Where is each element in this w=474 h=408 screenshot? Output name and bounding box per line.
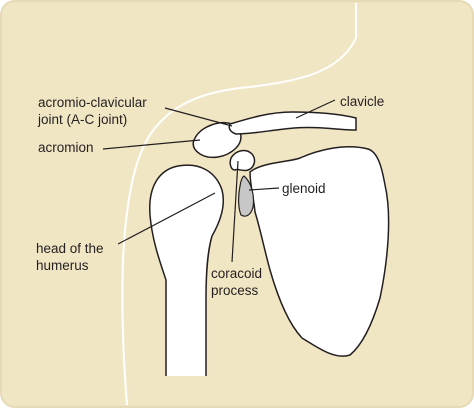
clavicle-shape [228, 111, 357, 135]
scapula-shape [249, 146, 390, 357]
glenoid-shape [238, 175, 255, 217]
label-clavicle: clavicle [340, 94, 385, 109]
leader-ac-joint [164, 107, 233, 127]
label-coracoid: coracoid process [211, 266, 263, 298]
body-contour [121, 3, 357, 406]
coracoid-shape [229, 149, 256, 172]
label-acromion: acromion [38, 140, 94, 155]
leader-acromion [102, 139, 201, 150]
label-glenoid: glenoid [282, 181, 326, 196]
label-ac-joint: acromio-clavicular joint (A-C joint) [38, 95, 147, 127]
leader-humerus-head [117, 192, 216, 245]
label-humerus-head: head of the humerus [36, 241, 104, 273]
leader-clavicle [295, 99, 336, 119]
leader-coracoid [231, 160, 239, 263]
leader-glenoid [248, 187, 280, 191]
